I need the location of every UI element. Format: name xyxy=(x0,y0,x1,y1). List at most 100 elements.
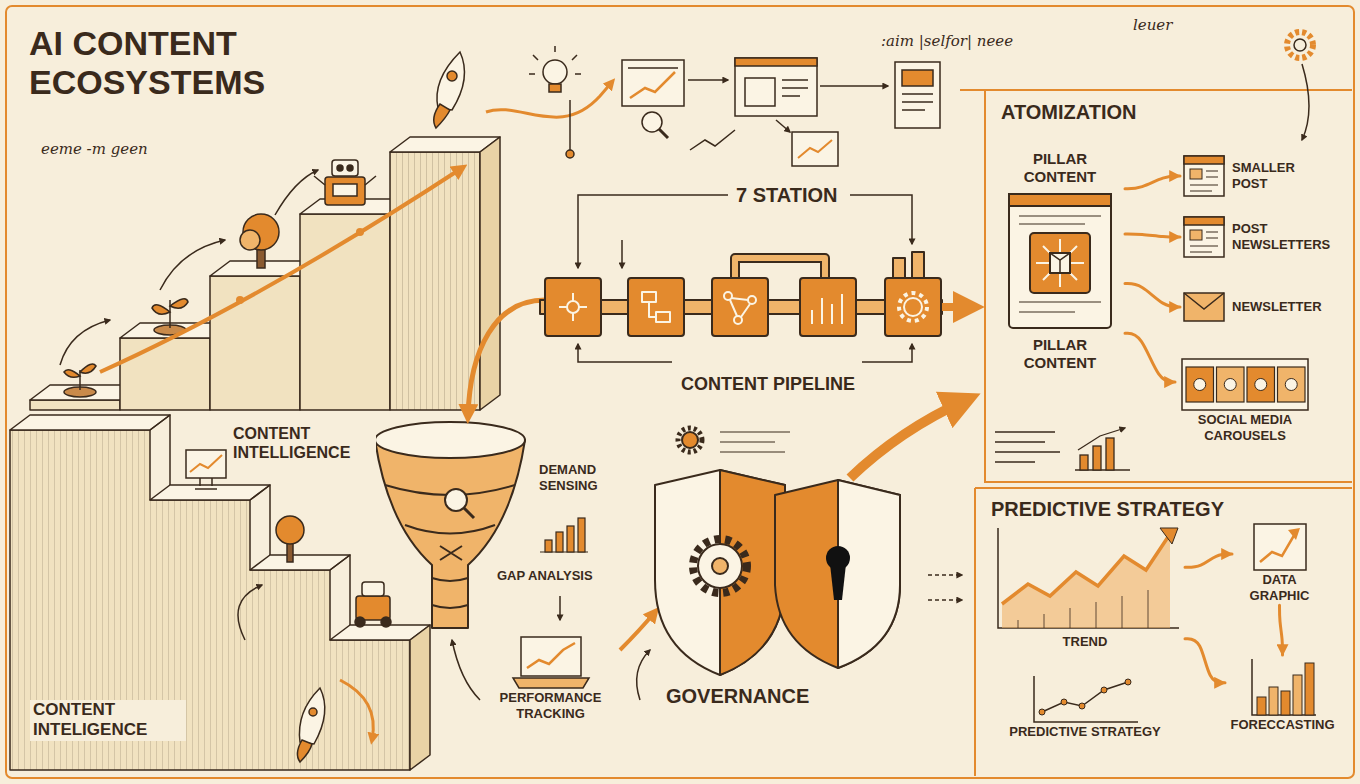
pillar-icon xyxy=(1036,239,1084,287)
node-text: PILLAR CONTENT xyxy=(1005,336,1115,372)
pipeline xyxy=(735,258,825,278)
mail-icon xyxy=(1182,285,1226,329)
growth-icons xyxy=(170,299,188,308)
mini-icon xyxy=(1254,524,1306,570)
panel-doodles xyxy=(1078,428,1125,450)
lower-icons xyxy=(299,688,324,744)
growth-icons xyxy=(314,176,376,185)
section-label: CONTENT INTELLIGENCE xyxy=(230,424,376,462)
governance-shields xyxy=(637,400,966,700)
line-icon xyxy=(1039,709,1045,715)
content-card: PERFORMANCE TRACKING xyxy=(488,633,613,723)
pipeline xyxy=(885,278,941,336)
node-text: PERFORMANCE TRACKING xyxy=(490,690,611,721)
trend-icon xyxy=(1121,596,1122,628)
bar-icon xyxy=(556,532,563,552)
line-icon xyxy=(1030,674,1140,724)
growth-arrows xyxy=(60,82,612,372)
funnel-arrows xyxy=(452,640,480,700)
laptop-icon xyxy=(527,643,575,668)
ideation-flow xyxy=(566,150,574,158)
carousel-icon xyxy=(1247,367,1275,402)
ideation-flow xyxy=(690,130,735,150)
line-icon xyxy=(1042,682,1128,712)
pipeline xyxy=(540,252,972,336)
pipeline xyxy=(899,293,927,321)
bars-icon xyxy=(1269,687,1278,715)
pipeline xyxy=(912,252,924,278)
pipeline xyxy=(734,316,742,324)
upper-staircase xyxy=(480,137,500,410)
lower-icons xyxy=(340,680,373,740)
bar-icon xyxy=(578,518,585,552)
carousel-icon xyxy=(1224,379,1236,391)
pipeline xyxy=(812,294,842,324)
ideation-flow xyxy=(782,80,808,96)
mini-icon xyxy=(1260,532,1296,562)
pipeline-brackets xyxy=(578,195,912,362)
bar-icon xyxy=(567,526,574,552)
panel-doodles xyxy=(928,599,962,600)
growth-icons xyxy=(434,104,450,128)
funnel-arrows xyxy=(468,300,545,416)
pipeline xyxy=(942,303,972,311)
pipeline-brackets xyxy=(578,344,672,362)
ideation-flow xyxy=(735,58,817,116)
upper-staircase xyxy=(390,152,480,410)
pillar-icon xyxy=(1030,233,1090,293)
panel-doodles xyxy=(1106,438,1114,470)
doc-icon xyxy=(1190,232,1218,252)
content-card: SMALLER POST xyxy=(1180,152,1314,200)
top-right-gear xyxy=(1287,32,1313,58)
mail-icon xyxy=(1184,293,1224,309)
trend-icon xyxy=(998,528,1179,628)
growth-arrows xyxy=(356,228,364,236)
mini-icon xyxy=(1288,528,1300,540)
governance-shields xyxy=(830,564,846,600)
pillar-icon xyxy=(1050,253,1070,273)
lower-icons xyxy=(190,455,222,472)
pipeline xyxy=(724,292,732,300)
lower-icons xyxy=(297,740,312,762)
growth-arrows xyxy=(160,240,225,290)
trend-icon xyxy=(1069,608,1070,628)
lower-icons xyxy=(362,582,384,596)
bars-icon xyxy=(1293,675,1302,715)
governance-shields xyxy=(712,558,728,574)
funnel xyxy=(375,440,525,628)
carousel-icon xyxy=(1180,357,1310,412)
mini-icon xyxy=(1250,522,1310,572)
growth-icons xyxy=(447,71,457,81)
doc-icon xyxy=(1190,169,1202,179)
growth-icons xyxy=(347,165,353,171)
content-card: SOCIAL MEDIA CAROUSELS xyxy=(1175,355,1315,445)
panel-doodles xyxy=(1093,446,1101,470)
bar-icon xyxy=(545,540,552,552)
lower-icons xyxy=(186,450,226,478)
ideation-flow xyxy=(543,60,567,84)
governance-shields xyxy=(678,428,702,452)
frame-lines xyxy=(960,90,1352,776)
section-label: GOVERNANCE xyxy=(663,684,812,708)
governance-shields xyxy=(655,470,785,675)
growth-icons xyxy=(240,230,260,250)
carousel-icon xyxy=(1217,367,1245,402)
carousel-icon xyxy=(1182,359,1308,410)
lower-icons xyxy=(355,617,365,627)
content-card: TREND xyxy=(985,522,1185,652)
frame-lines xyxy=(6,6,1354,778)
funnel xyxy=(385,485,515,608)
ideation-flow xyxy=(820,85,888,87)
top-right-gear xyxy=(1294,39,1306,51)
content-card: DATA GRAPHIC xyxy=(1232,520,1327,605)
growth-icons xyxy=(64,370,80,378)
lower-icons xyxy=(186,450,391,762)
bars-icon xyxy=(1257,697,1266,715)
governance-shields xyxy=(850,400,966,478)
trend-icon xyxy=(988,524,1183,634)
ideation-flow xyxy=(688,79,728,81)
pipeline xyxy=(567,301,579,313)
section-label: PREDICTIVE STRATEGY xyxy=(988,497,1227,521)
panel-doodles xyxy=(928,574,962,575)
